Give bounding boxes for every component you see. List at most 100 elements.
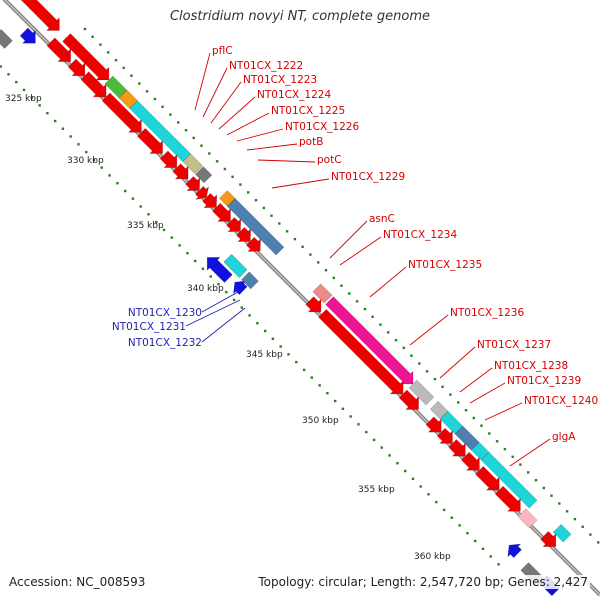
scale-tick-dot [161, 105, 164, 108]
scale-tick-dot [124, 189, 127, 193]
kbp-scale-label: 335 kbp [127, 221, 164, 231]
scale-tick-dot [262, 206, 265, 210]
scale-tick-dot [441, 385, 444, 388]
scale-tick-dot [240, 306, 243, 309]
label-leader-line [246, 143, 298, 151]
label-leader-line [210, 81, 242, 124]
gene-feature [67, 58, 86, 76]
scale-tick-dot [271, 337, 275, 340]
scale-tick-dot [256, 322, 259, 325]
scale-tick-dot [92, 158, 96, 162]
scale-tick-dot [287, 353, 290, 356]
scale-tick-dot [69, 135, 72, 138]
scale-tick-dot [99, 43, 102, 46]
scale-tick-dot [464, 409, 468, 412]
gene-label: NT01CX_1222 [229, 60, 303, 72]
scale-tick-dot [30, 96, 33, 99]
scale-tick-dot [155, 220, 158, 224]
label-leader-line [218, 96, 256, 130]
gene-label: glgA [552, 431, 576, 443]
scale-tick-dot [310, 376, 313, 379]
scale-tick-dot [215, 160, 219, 163]
scale-tick-dot [357, 423, 360, 426]
scale-tick-dot [404, 469, 407, 473]
gene-label: NT01CX_1231 [112, 321, 186, 333]
scale-tick-dot [301, 245, 304, 248]
scale-tick-dot [278, 222, 281, 225]
scale-tick-dot [254, 199, 258, 202]
gene-feature [517, 508, 538, 529]
scale-tick-dot [442, 508, 446, 512]
gene-label: asnC [369, 213, 395, 225]
scale-tick-dot [192, 136, 195, 140]
kbp-scale-label: 355 kbp [358, 485, 395, 495]
scale-tick-dot [232, 298, 236, 302]
gene-label: NT01CX_1226 [285, 121, 359, 133]
scale-tick-dot [145, 90, 149, 93]
gene-feature [202, 192, 218, 209]
label-leader-line [469, 382, 506, 404]
scale-tick-dot [85, 150, 88, 154]
kbp-scale-label: 345 kbp [246, 350, 283, 360]
scale-tick-dot [558, 502, 561, 505]
scale-tick-dot [396, 462, 399, 465]
gene-feature [305, 296, 322, 313]
gene-label: NT01CX_1240 [524, 395, 598, 407]
scale-tick-dot [169, 113, 172, 116]
gene-label: NT01CX_1225 [271, 105, 345, 117]
gene-feature [398, 389, 419, 410]
scale-tick-dot [332, 276, 335, 280]
gene-feature [195, 185, 210, 200]
scale-tick-dot [122, 66, 125, 70]
scale-tick-dot [147, 213, 150, 216]
scale-tick-dot [209, 275, 212, 278]
scale-tick-dot [139, 205, 142, 208]
label-leader-line [271, 178, 330, 189]
scale-tick-dot [108, 174, 111, 177]
scale-tick-dot [170, 236, 173, 239]
scale-tick-dot [248, 314, 251, 317]
label-leader-line [459, 367, 493, 393]
scale-tick-dot [449, 393, 452, 396]
label-leader-line [329, 220, 368, 259]
label-leader-line [236, 128, 284, 142]
label-leader-line [226, 112, 270, 136]
scale-tick-dot [372, 438, 376, 442]
scale-tick-dot [318, 384, 321, 387]
label-leader-line [439, 346, 476, 379]
scale-tick-dot [194, 259, 197, 263]
genome-title: Clostridium novyi NT, complete genome [169, 9, 431, 24]
gene-feature [20, 0, 60, 31]
scale-tick-dot [247, 191, 250, 194]
gene-feature [245, 236, 261, 252]
scale-tick-dot [38, 104, 41, 107]
scale-tick-dot [116, 182, 119, 185]
scale-tick-dot [472, 416, 475, 420]
gene-label: potB [299, 136, 323, 148]
gene-feature [172, 163, 189, 180]
label-leader-line [201, 291, 239, 313]
scale-tick-dot [208, 152, 211, 155]
label-leader-line [202, 67, 228, 118]
scale-tick-dot [581, 525, 584, 528]
scale-tick-dot [279, 345, 282, 348]
scale-tick-dot [503, 447, 507, 451]
gene-label: NT01CX_1223 [243, 74, 317, 86]
gene-feature [206, 257, 233, 283]
gene-feature [226, 217, 242, 233]
gene-feature [475, 465, 500, 491]
label-leader-line [369, 266, 407, 298]
scale-tick-dot [341, 407, 345, 410]
label-leader-line [185, 299, 241, 327]
gene-label: NT01CX_1238 [494, 360, 568, 372]
kbp-scale-label: 330 kbp [67, 156, 104, 166]
label-leader-line [201, 307, 246, 343]
label-leader-line [509, 438, 551, 467]
gene-feature [195, 166, 213, 184]
scale-tick-dot [497, 563, 500, 566]
gene-feature [325, 296, 414, 385]
gene-feature [182, 153, 204, 175]
gene-feature [19, 27, 36, 44]
gene-feature [408, 379, 435, 406]
scale-tick-dot [394, 339, 398, 342]
